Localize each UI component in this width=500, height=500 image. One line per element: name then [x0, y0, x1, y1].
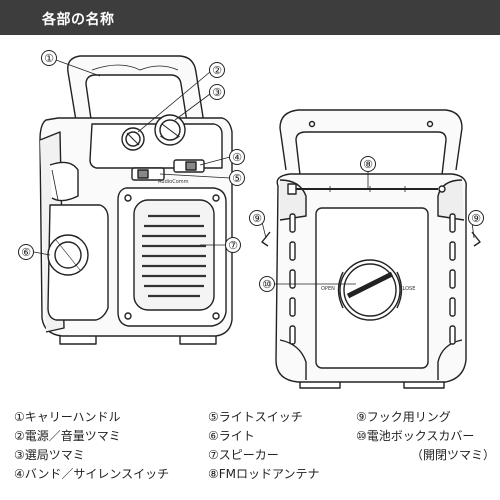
legend-item: ⑧FMロッドアンテナ	[208, 467, 320, 481]
legend-item: ⑤ライトスイッチ	[208, 410, 303, 424]
legend-item: ③選局ツマミ	[14, 448, 85, 462]
radio-back-illustration	[261, 109, 481, 389]
svg-text:⑨: ⑨	[252, 212, 262, 225]
callout-lines	[33, 59, 475, 285]
svg-text:②: ②	[212, 64, 222, 77]
legend-item: ⑩電池ボックスカバー	[356, 429, 475, 443]
parts-diagram: AudioComm	[18, 50, 484, 389]
legend-column-1: ①キャリーハンドル ②電源／音量ツマミ ③選局ツマミ ④バンド／サイレンスイッチ	[14, 408, 169, 484]
svg-text:③: ③	[212, 86, 222, 99]
svg-text:⑤: ⑤	[232, 172, 242, 185]
close-label: CLOSE	[399, 286, 415, 292]
radio-front-illustration	[39, 55, 233, 345]
callout-5: ⑤	[229, 170, 245, 186]
callout-4: ④	[229, 149, 245, 165]
section-title: 各部の名称	[42, 12, 115, 28]
callout-6: ⑥	[18, 244, 34, 260]
callout-9-left: ⑨	[249, 210, 265, 226]
callout-7: ⑦	[225, 237, 241, 253]
callout-markers: ① ② ③ ④ ⑤ ⑥ ⑦ ⑧	[18, 50, 484, 292]
svg-text:⑩: ⑩	[262, 278, 272, 291]
svg-text:⑧: ⑧	[363, 158, 373, 171]
legend-item: ⑥ライト	[208, 429, 255, 443]
callout-8: ⑧	[360, 156, 376, 172]
brand-label: AudioComm	[158, 179, 189, 185]
legend-item: ①キャリーハンドル	[14, 410, 121, 424]
callout-1: ①	[41, 50, 57, 66]
callout-2: ②	[209, 62, 225, 78]
svg-text:①: ①	[44, 52, 54, 65]
legend-item: ⑦スピーカー	[208, 448, 279, 462]
legend-item: ②電源／音量ツマミ	[14, 429, 121, 443]
legend-item: ⑨フック用リング	[356, 410, 451, 424]
legend-item: ④バンド／サイレンスイッチ	[14, 467, 170, 481]
legend-item-subtext: （開閉ツマミ）	[411, 448, 496, 462]
legend-column-2: ⑤ライトスイッチ ⑥ライト ⑦スピーカー ⑧FMロッドアンテナ	[208, 408, 320, 484]
svg-text:⑥: ⑥	[21, 246, 31, 259]
callout-3: ③	[209, 84, 225, 100]
callout-9-right: ⑨	[468, 210, 484, 226]
svg-text:④: ④	[232, 151, 242, 164]
open-label: OPEN	[321, 286, 335, 292]
section-header: 各部の名称	[0, 0, 500, 35]
svg-text:⑦: ⑦	[228, 239, 238, 252]
callout-10: ⑩	[259, 276, 275, 292]
legend-column-3: ⑨フック用リング ⑩電池ボックスカバー （開閉ツマミ）	[356, 408, 495, 465]
svg-text:⑨: ⑨	[471, 212, 481, 225]
